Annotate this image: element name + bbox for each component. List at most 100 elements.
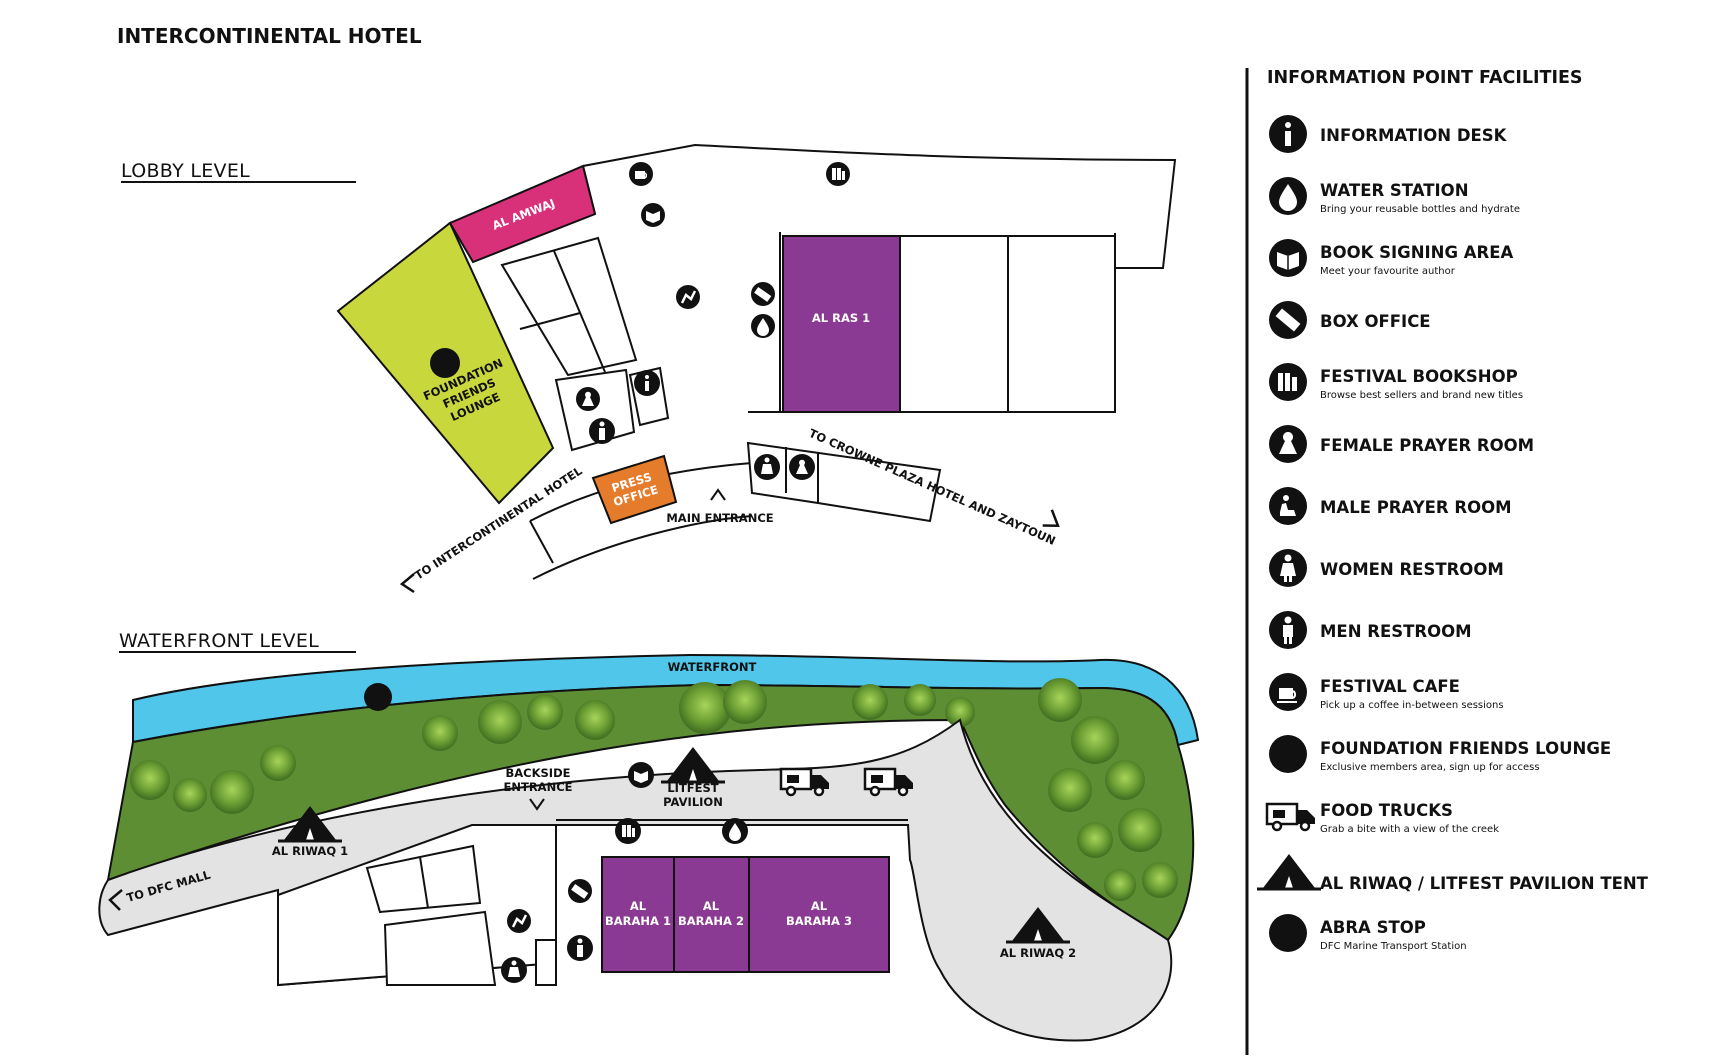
legend-title-2: BOOK SIGNING AREA <box>1320 243 1514 262</box>
legend-item-information-desk: INFORMATION DESK <box>1269 115 1508 153</box>
info-icon <box>1269 115 1307 153</box>
men-restroom-icon-lobby <box>589 418 615 444</box>
page-title: INTERCONTINENTAL HOTEL <box>117 24 422 48</box>
hall-al-baraha-1[interactable] <box>601 856 675 973</box>
rta-icon-text: RTA <box>1275 927 1301 941</box>
legend-sub-11: Grab a bite with a view of the creek <box>1320 824 1499 835</box>
waterfront-greenery <box>106 683 1195 942</box>
legend-item-abra-stop: RTA ABRA STOP DFC Marine Transport Stati… <box>1269 914 1467 952</box>
male-prayer-icon <box>1269 487 1307 525</box>
legend-item-tent: AL RIWAQ / LITFEST PAVILION TENT <box>1255 852 1649 893</box>
male-prayer-icon-lobby <box>676 285 700 309</box>
room-al-amwaj[interactable] <box>448 164 597 264</box>
legend-item-foundation-friends: FF FOUNDATION FRIENDS LOUNGE Exclusive m… <box>1269 735 1611 773</box>
men-restroom-icon-waterfront <box>567 935 593 961</box>
ticket-icon <box>1269 301 1307 339</box>
open-book-icon <box>1269 239 1307 277</box>
legend-sub-9: Pick up a coffee in-between sessions <box>1320 700 1504 711</box>
waterfront-level-map: WATERFRONT LEVEL WATERFRONT <box>98 630 1200 1042</box>
bookshop-icon <box>1269 363 1307 401</box>
hall-3-label-line2: BARAHA 3 <box>786 914 852 928</box>
water-station-icon-waterfront <box>722 818 748 844</box>
hall-2-label-line1: AL <box>703 899 720 913</box>
legend-sub-10: Exclusive members area, sign up for acce… <box>1320 762 1540 773</box>
legend-title-0: INFORMATION DESK <box>1320 126 1508 145</box>
litfest-label-line1: LITFEST <box>667 781 718 795</box>
box-office-icon-waterfront <box>568 879 592 903</box>
hall-al-baraha-3[interactable] <box>748 856 890 973</box>
women-restroom-icon-waterfront <box>501 957 527 983</box>
water-station-icon-lobby <box>751 314 775 338</box>
ff-badge: FF <box>435 355 456 373</box>
info-icon-lobby <box>634 370 660 396</box>
rta-map-label: RTA <box>369 694 388 704</box>
lobby-level-heading: LOBBY LEVEL <box>121 160 250 182</box>
book-signing-icon-lobby <box>641 203 665 227</box>
women-restroom-icon-lobby <box>754 454 780 480</box>
men-restroom-icon <box>1269 611 1307 649</box>
legend-title-9: FESTIVAL CAFE <box>1320 677 1460 696</box>
bookshop-icon-waterfront <box>615 818 641 844</box>
rta-icon-map: RTA <box>364 683 392 711</box>
room-press-office[interactable] <box>591 454 678 525</box>
al-riwaq-2-label: AL RIWAQ 2 <box>1000 946 1076 960</box>
legend-item-men-restroom: MEN RESTROOM <box>1269 611 1472 649</box>
legend-item-box-office: BOX OFFICE <box>1269 301 1431 339</box>
legend-title-3: BOX OFFICE <box>1320 312 1431 331</box>
legend-title-12: AL RIWAQ / LITFEST PAVILION TENT <box>1320 874 1649 893</box>
backside-entrance-line2: ENTRANCE <box>504 780 573 794</box>
main-entrance-label: MAIN ENTRANCE <box>666 511 773 525</box>
al-riwaq-1-label: AL RIWAQ 1 <box>272 844 348 858</box>
hall-3-label-line1: AL <box>811 899 828 913</box>
legend-title: INFORMATION POINT FACILITIES <box>1267 68 1583 88</box>
legend-sub-13: DFC Marine Transport Station <box>1320 941 1467 952</box>
bushes <box>130 678 1178 901</box>
cafe-icon-lobby <box>629 162 653 186</box>
legend-title-11: FOOD TRUCKS <box>1320 801 1453 820</box>
litfest-label-line2: PAVILION <box>663 795 723 809</box>
bookshop-icon-lobby <box>826 162 850 186</box>
legend-title-6: MALE PRAYER ROOM <box>1320 498 1512 517</box>
tent-icon-litfest <box>659 745 727 784</box>
book-signing-icon-waterfront <box>628 762 654 788</box>
female-prayer-icon-lobby-2 <box>789 454 815 480</box>
backside-entrance-line1: BACKSIDE <box>506 766 571 780</box>
waterfront-level-heading: WATERFRONT LEVEL <box>119 630 319 652</box>
lobby-building-outline <box>582 143 1177 269</box>
lobby-level-map: LOBBY LEVEL AL RAS 1 AL AMWAJ FF FOUNDAT… <box>121 143 1177 594</box>
food-truck-icon <box>1265 802 1317 832</box>
box-office-icon-lobby <box>751 282 775 306</box>
legend-title-7: WOMEN RESTROOM <box>1320 560 1504 579</box>
hall-2-label-line2: BARAHA 2 <box>678 914 744 928</box>
room-al-ras-1[interactable] <box>782 235 901 413</box>
rta-icon: RTA <box>1269 914 1307 952</box>
female-prayer-icon <box>1269 425 1307 463</box>
legend-item-male-prayer: MALE PRAYER ROOM <box>1269 487 1512 525</box>
legend-panel: INFORMATION POINT FACILITIES INFORMATION… <box>1245 68 1649 1055</box>
legend-item-book-signing: BOOK SIGNING AREA Meet your favourite au… <box>1269 239 1514 277</box>
legend-item-festival-bookshop: FESTIVAL BOOKSHOP Browse best sellers an… <box>1269 363 1523 401</box>
legend-item-water-station: WATER STATION Bring your reusable bottle… <box>1269 177 1520 215</box>
female-prayer-icon-lobby <box>576 387 600 411</box>
legend-sub-2: Meet your favourite author <box>1320 266 1456 277</box>
ff-icon: FF <box>1269 735 1307 773</box>
waterfront-water-label: WATERFRONT <box>668 660 757 674</box>
room-label-al-ras-1: AL RAS 1 <box>812 311 870 325</box>
water-drop-icon <box>1269 177 1307 215</box>
legend-item-festival-cafe: FESTIVAL CAFE Pick up a coffee in-betwee… <box>1269 673 1504 711</box>
women-restroom-icon <box>1269 549 1307 587</box>
hall-1-label-line1: AL <box>630 899 647 913</box>
coffee-cup-icon <box>1269 673 1307 711</box>
legend-title-5: FEMALE PRAYER ROOM <box>1320 436 1534 455</box>
legend-sub-1: Bring your reusable bottles and hydrate <box>1320 204 1520 215</box>
tent-icon <box>1255 852 1323 891</box>
ff-icon-text: FF <box>1275 744 1301 766</box>
legend-item-women-restroom: WOMEN RESTROOM <box>1269 549 1504 587</box>
legend-title-8: MEN RESTROOM <box>1320 622 1472 641</box>
legend-title-4: FESTIVAL BOOKSHOP <box>1320 367 1518 386</box>
legend-sub-4: Browse best sellers and brand new titles <box>1320 390 1523 401</box>
legend-title-13: ABRA STOP <box>1320 918 1426 937</box>
hall-al-baraha-2[interactable] <box>673 856 750 973</box>
hall-1-label-line2: BARAHA 1 <box>605 914 671 928</box>
legend-item-female-prayer: FEMALE PRAYER ROOM <box>1269 425 1534 463</box>
